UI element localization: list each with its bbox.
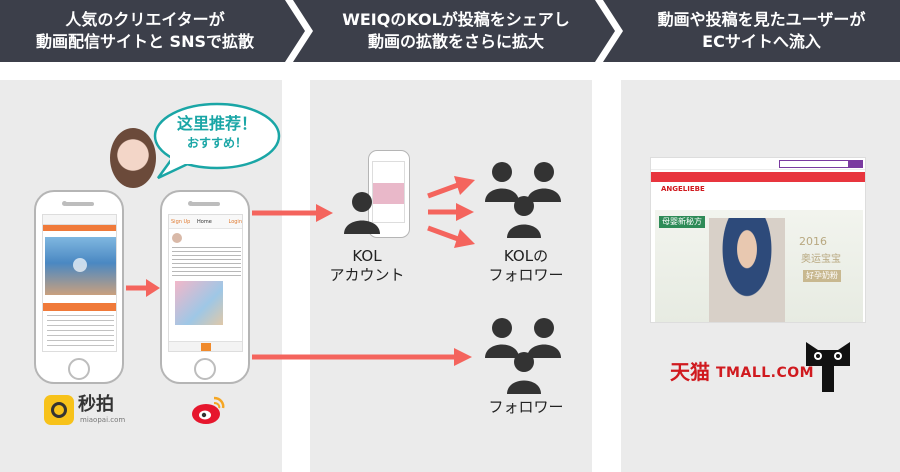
kol-phone-screen [372,161,405,223]
arrow-head [454,348,472,366]
miaopai-orange-bar [43,303,116,311]
ec-site-screenshot[interactable]: ANGELIEBE 母婴新秘方 2016 奥运宝宝 好孕奶粉 [650,157,866,323]
step1-header: 人気のクリエイターが 動画配信サイトと SNSで拡散 [0,0,305,62]
miaopai-text-lines [47,315,114,349]
ec-sale-subtitle: 好孕奶粉 [803,270,841,282]
ec-sale-year: 2016 [799,235,827,248]
weibo-topbar: Sign Up Home Login [169,215,243,229]
step2-chevron-shape [293,0,615,62]
ec-nav-bar [651,172,865,182]
arrow-kol-to-followers-3 [427,225,459,242]
kol-label-line1: KOL [352,247,382,265]
follower-person-icon [534,318,554,338]
step2-title-line1: WEIQのKOLが投稿をシェアし [342,10,570,29]
weibo-post-text [172,247,241,277]
kol-followers-line2: フォロワー [488,266,564,284]
play-icon[interactable] [73,258,87,272]
tmall-logo-cn: 天猫 [670,360,710,384]
miaopai-brand: 秒拍 [78,394,114,415]
step3-title-line1: 動画や投稿を見たユーザーが [657,10,866,29]
phone-speaker [190,202,220,206]
arrow-head [146,279,160,297]
compose-icon[interactable] [201,343,211,351]
bubble-line1: 这里推荐！ [176,114,257,133]
weibo-phone: Sign Up Home Login [160,190,250,384]
creator-avatar [110,128,156,188]
follower-person-icon [492,162,512,182]
weibo-home-label: Home [197,219,212,225]
bubble-line2: おすすめ！ [186,136,247,150]
kol-label-line2: アカウント [329,266,405,284]
kol-followers-icon [485,162,561,238]
step2-header: WEIQのKOLが投稿をシェアし 動画の拡散をさらに拡大 [293,0,615,62]
followers-label: フォロワー [488,398,564,416]
miaopai-screen [42,214,117,352]
weibo-avatar [172,233,182,243]
arrow-head [454,229,475,248]
followers-icon [485,318,561,394]
miaopai-orange-band [43,225,116,231]
arrow-head [456,203,474,221]
arrow-head [454,176,475,195]
kol-followers-line1: KOLの [503,247,549,265]
arrow-head [316,204,333,222]
miaopai-url: miaopai.com [80,416,126,424]
kol-followers-label: KOLの フォロワー [478,247,574,285]
ec-banner-tag: 母婴新秘方 [659,216,705,228]
follower-person-icon [514,196,534,216]
weibo-post-image[interactable] [175,281,223,325]
step3-header: 動画や投稿を見たユーザーが ECサイトへ流入 [603,0,900,62]
miaopai-phone [34,190,124,384]
step1-chevron-shape [0,0,305,62]
phone-home-button [68,358,90,380]
ec-search-button[interactable] [849,160,863,168]
weibo-login-link[interactable]: Login [228,219,243,225]
follower-person-icon [492,318,512,338]
ec-search-bar[interactable] [779,160,849,168]
panel-kol [310,80,592,472]
step3-title-line2: ECサイトへ流入 [702,32,821,51]
weibo-bottom-bar [169,341,242,351]
ec-sale-title: 奥运宝宝 [801,254,841,265]
miaopai-topbar [43,215,116,225]
weibo-signup-link[interactable]: Sign Up [171,219,191,225]
follower-person-icon [514,352,534,372]
kol-person-icon [344,192,380,234]
speech-bubble [153,102,281,180]
weibo-screen: Sign Up Home Login [168,214,243,352]
arrow-kol-to-followers-1 [427,182,459,199]
weibo-logo-icon [192,396,225,424]
phone-home-button [194,358,216,380]
step2-title-line2: 動画の拡散をさらに拡大 [367,32,544,51]
tmall-logo-en: TMALL.COM [716,365,815,381]
step3-chevron-shape [603,0,900,62]
tmall-cat-icon [806,342,850,392]
kol-label: KOL アカウント [322,247,412,285]
step1-title-line2: 動画配信サイトと SNSで拡散 [35,32,254,51]
bubble-text: 这里推荐！ おすすめ！ [160,114,274,152]
ec-brand-logo: ANGELIEBE [661,185,705,193]
kol-phone [368,150,410,238]
step1-title-line1: 人気のクリエイターが [65,10,225,29]
miaopai-logo-icon [44,395,74,425]
phone-speaker [64,202,94,206]
ec-mother-baby-photo [709,218,785,322]
follower-person-icon [534,162,554,182]
